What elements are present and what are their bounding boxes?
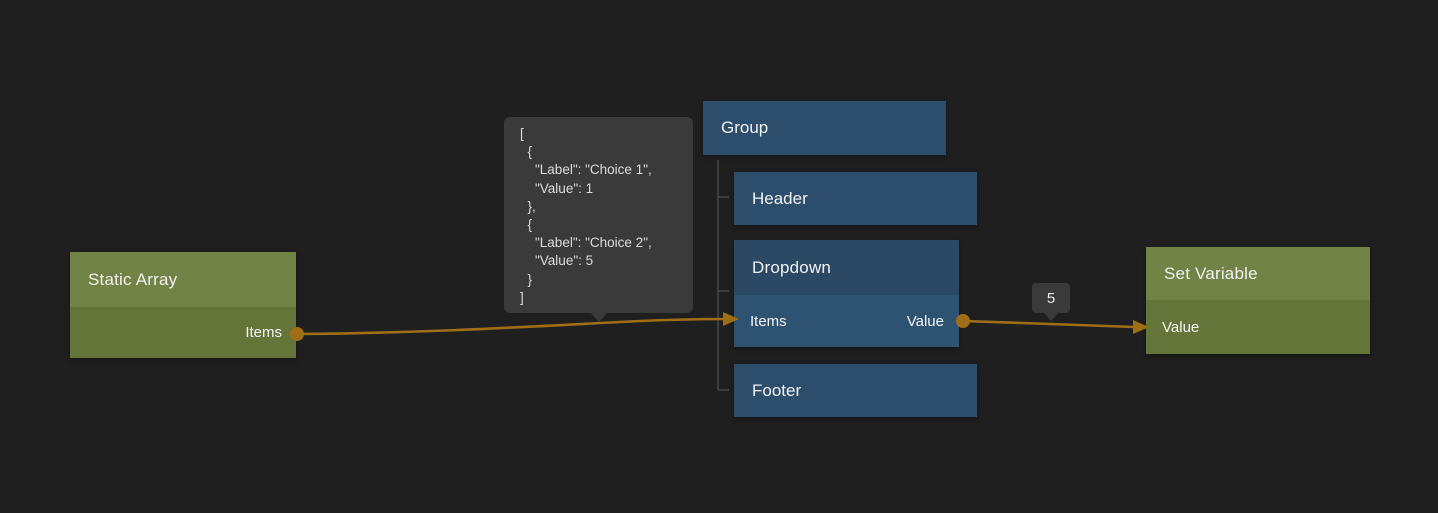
value-preview-text: 5 — [1046, 289, 1056, 307]
node-footer-title: Footer — [752, 380, 802, 400]
tooltip-pointer-icon — [589, 312, 608, 322]
node-group-title: Group — [721, 118, 769, 137]
tooltip-pointer-icon — [1043, 312, 1059, 321]
node-group[interactable]: Group — [703, 101, 946, 155]
node-header[interactable]: Header — [734, 172, 977, 225]
set-variable-value-input-label: Value — [1162, 318, 1200, 336]
node-footer[interactable]: Footer — [734, 364, 977, 417]
wire-items-to-dropdown[interactable] — [296, 317, 726, 336]
dropdown-items-input-label: Items — [750, 312, 787, 330]
node-static-array-title: Static Array — [70, 252, 296, 307]
items-value-preview-tooltip: [ { "Label": "Choice 1", "Value": 1 }, {… — [504, 117, 693, 322]
node-dropdown[interactable]: Dropdown Items Value — [734, 240, 959, 347]
group-tree-connector — [717, 160, 729, 391]
wire-value-to-set-variable[interactable] — [962, 319, 1135, 329]
node-set-variable-title: Set Variable — [1146, 247, 1370, 300]
dropdown-value-output-label: Value — [906, 312, 944, 330]
static-array-items-output-label: Items — [245, 324, 282, 341]
node-static-array[interactable]: Static Array Items — [70, 252, 296, 358]
value-preview-tooltip: 5 — [1032, 283, 1070, 321]
node-dropdown-title: Dropdown — [734, 240, 959, 295]
node-header-title: Header — [752, 188, 808, 208]
node-set-variable[interactable]: Set Variable Value — [1146, 247, 1370, 354]
